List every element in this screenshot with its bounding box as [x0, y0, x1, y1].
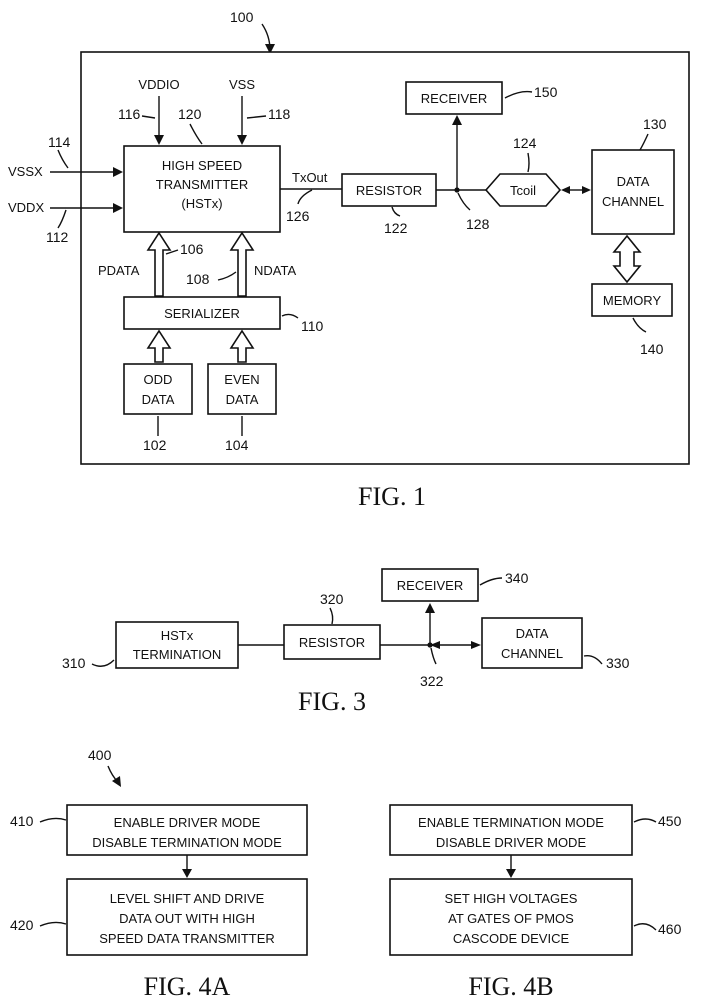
ref-122: 122 — [384, 220, 408, 236]
memory-label: MEMORY — [603, 293, 662, 308]
even-feed-arrow — [229, 329, 255, 363]
ref-420: 420 — [10, 917, 34, 933]
fig3-resistor-box-320 — [283, 624, 381, 660]
fig4b: ENABLE TERMINATION MODE DISABLE DRIVER M… — [389, 804, 682, 1001]
fig4b-caption: FIG. 4B — [468, 972, 553, 1001]
txout-label: TxOut — [292, 170, 328, 185]
memory-bus-arrow — [612, 234, 642, 284]
ref-110: 110 — [301, 318, 324, 334]
step-410-line2: DISABLE TERMINATION MODE — [92, 835, 282, 850]
ndata-bus-arrow — [229, 231, 255, 297]
step-box-460 — [389, 878, 633, 956]
vddio-label: VDDIO — [138, 77, 179, 92]
fig3: RECEIVER 340 320 HSTx TERMINATION 310 RE… — [62, 568, 630, 716]
tcoil-124 — [484, 173, 562, 207]
ref-330: 330 — [606, 655, 630, 671]
odd-data-line2: DATA — [142, 392, 175, 407]
vddx-label: VDDX — [8, 200, 44, 215]
step-420-line3: SPEED DATA TRANSMITTER — [99, 931, 275, 946]
ref-310: 310 — [62, 655, 86, 671]
receiver-label: RECEIVER — [421, 91, 487, 106]
ref-124: 124 — [513, 135, 537, 151]
vssx-label: VSSX — [8, 164, 43, 179]
fig4a: 400 ENABLE DRIVER MODE DISABLE TERMINATI… — [10, 747, 308, 1001]
ref-126: 126 — [286, 208, 310, 224]
step-410-line1: ENABLE DRIVER MODE — [114, 815, 261, 830]
ref-410: 410 — [10, 813, 34, 829]
step-450-line2: DISABLE DRIVER MODE — [436, 835, 587, 850]
receiver-box-340 — [381, 568, 479, 602]
step-460-line3: CASCODE DEVICE — [453, 931, 570, 946]
data-channel-box-130 — [591, 149, 675, 235]
ref-114: 114 — [48, 134, 71, 150]
resistor-box-122 — [341, 173, 437, 207]
ref-102: 102 — [143, 437, 167, 453]
vss-label: VSS — [229, 77, 255, 92]
ref-460: 460 — [658, 921, 682, 937]
odd-data-box-102 — [123, 363, 193, 415]
step-420-line2: DATA OUT WITH HIGH — [119, 911, 255, 926]
fig3-resistor-label: RESISTOR — [299, 635, 365, 650]
step-box-450 — [389, 804, 633, 856]
ref-120: 120 — [178, 106, 202, 122]
even-data-line2: DATA — [226, 392, 259, 407]
odd-data-line1: ODD — [144, 372, 173, 387]
hstx-line3: (HSTx) — [181, 196, 222, 211]
ref-108: 108 — [186, 271, 210, 287]
odd-feed-arrow — [146, 329, 172, 363]
pdata-bus-arrow — [146, 231, 172, 297]
ref-150: 150 — [534, 84, 558, 100]
ref-116: 116 — [118, 106, 141, 122]
data-channel-line2: CHANNEL — [602, 194, 664, 209]
step-450-line1: ENABLE TERMINATION MODE — [418, 815, 604, 830]
fig3-data-channel-line1: DATA — [516, 626, 549, 641]
fig4a-caption: FIG. 4A — [144, 972, 231, 1001]
fig1-caption: FIG. 1 — [358, 482, 426, 511]
step-box-410 — [66, 804, 308, 856]
resistor-label: RESISTOR — [356, 183, 422, 198]
ref-112: 112 — [46, 229, 69, 245]
hstx-termination-box-310 — [115, 621, 239, 669]
receiver-box-150 — [405, 81, 503, 115]
ref-322: 322 — [420, 673, 444, 689]
hstx-termination-line1: HSTx — [161, 628, 194, 643]
step-460-line2: AT GATES OF PMOS — [448, 911, 574, 926]
even-data-box-104 — [207, 363, 277, 415]
fig3-caption: FIG. 3 — [298, 687, 366, 716]
ref-118: 118 — [268, 106, 291, 122]
ndata-label: NDATA — [254, 263, 296, 278]
hstx-line1: HIGH SPEED — [162, 158, 242, 173]
ref-400: 400 — [88, 747, 112, 763]
step-box-420 — [66, 878, 308, 956]
step-460-line1: SET HIGH VOLTAGES — [445, 891, 578, 906]
ref-140: 140 — [640, 341, 664, 357]
ref-128: 128 — [466, 216, 490, 232]
data-channel-line1: DATA — [617, 174, 650, 189]
system-outline-100 — [80, 51, 690, 465]
ref-340: 340 — [505, 570, 529, 586]
fig3-data-channel-box-330 — [481, 617, 583, 669]
even-data-line1: EVEN — [224, 372, 259, 387]
ref-104: 104 — [225, 437, 249, 453]
tcoil-label: Tcoil — [510, 183, 536, 198]
hstx-termination-line2: TERMINATION — [133, 647, 222, 662]
fig3-data-channel-line2: CHANNEL — [501, 646, 563, 661]
ref-100: 100 — [230, 9, 254, 25]
memory-box-140 — [591, 283, 673, 317]
pdata-label: PDATA — [98, 263, 140, 278]
hstx-line2: TRANSMITTER — [156, 177, 248, 192]
step-420-line1: LEVEL SHIFT AND DRIVE — [110, 891, 265, 906]
serializer-label: SERIALIZER — [164, 306, 240, 321]
serializer-box-110 — [123, 296, 281, 330]
ref-450: 450 — [658, 813, 682, 829]
fig1: 100 RECEIVER 150 VDDIO VSS 116 120 118 H… — [8, 9, 690, 511]
ref-320: 320 — [320, 591, 344, 607]
ref-130: 130 — [643, 116, 667, 132]
ref-106: 106 — [180, 241, 204, 257]
fig3-receiver-label: RECEIVER — [397, 578, 463, 593]
